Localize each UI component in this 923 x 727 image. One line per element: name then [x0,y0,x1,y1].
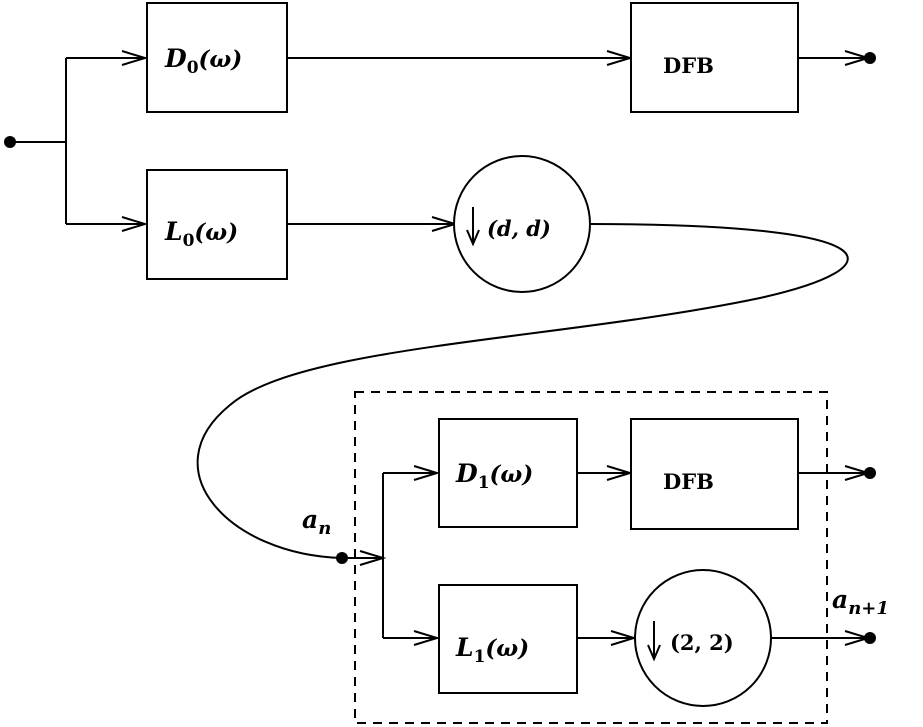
output-node-an1 [864,632,876,644]
svg-text:an+1: an+1 [832,585,889,619]
l1-sub: 1 [474,647,486,667]
input-node [4,136,16,148]
dfb1-label: DFB [663,469,714,494]
output-node-dfb1 [864,467,876,479]
svg-text:L0(ω): L0(ω) [164,217,238,251]
d0-block: D0(ω) [146,2,288,113]
downsampler-1-label: (2, 2) [670,630,734,655]
an-label-sub: n [318,518,331,539]
l0-arg: (ω) [194,219,238,246]
d1-main: D [455,459,478,488]
d0-arg: (ω) [199,46,243,73]
an1-label-sub: n+1 [848,598,889,619]
an-label-main: a [302,505,318,534]
svg-text:L1(ω): L1(ω) [455,633,529,667]
l1-arg: (ω) [485,635,529,662]
an1-label-main: a [832,585,848,614]
down-arrow-icon [466,207,480,247]
d1-block: D1(ω) [438,418,578,528]
svg-text:D0(ω): D0(ω) [164,44,242,78]
down-arrow-icon [647,621,661,662]
dfb0-label: DFB [663,53,714,78]
output-node-top [864,52,876,64]
stage0-wires [10,50,872,559]
downsampler-0: (d, d) [453,155,591,293]
d0-main: D [164,44,187,73]
l1-block: L1(ω) [438,584,578,694]
d0-sub: 0 [187,58,199,78]
d1-arg: (ω) [490,461,534,488]
svg-text:an: an [302,505,331,539]
l0-block: L0(ω) [146,169,288,280]
downsampler-1: (2, 2) [634,569,772,707]
connecting-curve [196,223,849,559]
dfb1-block: DFB [630,418,799,530]
l0-main: L [164,217,183,246]
an-node [336,552,348,564]
dfb0-block: DFB [630,2,799,113]
d1-sub: 1 [478,473,490,493]
downsampler-0-label: (d, d) [487,216,551,241]
l1-main: L [455,633,474,662]
l0-sub: 0 [183,231,195,251]
stage1-wires [344,465,872,646]
svg-text:D1(ω): D1(ω) [455,459,533,493]
